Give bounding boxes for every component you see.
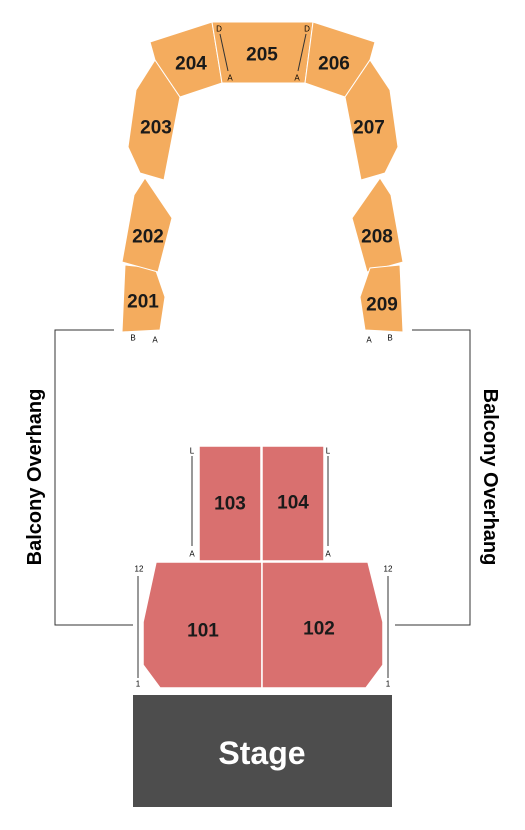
section-103-row-a: A	[189, 550, 195, 559]
section-102-label: 102	[303, 619, 335, 640]
section-101-row-12: 12	[135, 565, 144, 574]
section-202[interactable]	[121, 177, 173, 273]
section-205-row-d-right: D	[304, 25, 310, 34]
section-101-row-1: 1	[136, 680, 141, 689]
section-102[interactable]	[261, 561, 384, 689]
section-102-row-12: 12	[384, 565, 393, 574]
section-205-label: 205	[246, 45, 278, 66]
section-208-label: 208	[361, 227, 393, 248]
section-205-row-line-left	[219, 33, 229, 72]
section-205-row-line-right	[297, 33, 307, 72]
overhang-line-left	[54, 329, 133, 626]
section-207-label: 207	[353, 118, 385, 139]
section-208[interactable]	[351, 177, 404, 273]
section-202-label: 202	[132, 227, 164, 248]
section-209-label: 209	[366, 295, 398, 316]
section-201-row-a: A	[152, 336, 158, 345]
section-103[interactable]	[198, 445, 262, 562]
section-209-row-a: A	[366, 336, 372, 345]
section-207[interactable]	[344, 59, 399, 181]
section-209-row-b: B	[387, 334, 392, 343]
overhang-line-right	[395, 329, 471, 626]
section-201-label: 201	[127, 292, 159, 313]
section-104[interactable]	[261, 445, 325, 562]
balcony-overhang-label-left: Balcony Overhang	[24, 389, 46, 566]
stage-label: Stage	[218, 735, 305, 771]
section-204[interactable]	[149, 21, 223, 98]
section-201-row-b: B	[130, 334, 135, 343]
section-103-label: 103	[214, 494, 246, 515]
section-104-label: 104	[277, 493, 309, 514]
section-203-label: 203	[140, 118, 172, 139]
balcony-overhang-label-right: Balcony Overhang	[479, 389, 501, 566]
section-204-label: 204	[175, 54, 207, 75]
section-101-label: 101	[187, 621, 219, 642]
stage	[133, 695, 392, 807]
section-205-row-a-left: A	[227, 74, 233, 83]
section-104-row-l: L	[326, 447, 331, 456]
section-103-row-l: L	[190, 447, 195, 456]
section-209[interactable]	[359, 264, 404, 333]
section-102-row-1: 1	[386, 680, 391, 689]
section-104-row-a: A	[325, 550, 331, 559]
section-205-row-a-right: A	[294, 74, 300, 83]
section-206-label: 206	[318, 54, 350, 75]
section-205-row-d-left: D	[216, 25, 222, 34]
